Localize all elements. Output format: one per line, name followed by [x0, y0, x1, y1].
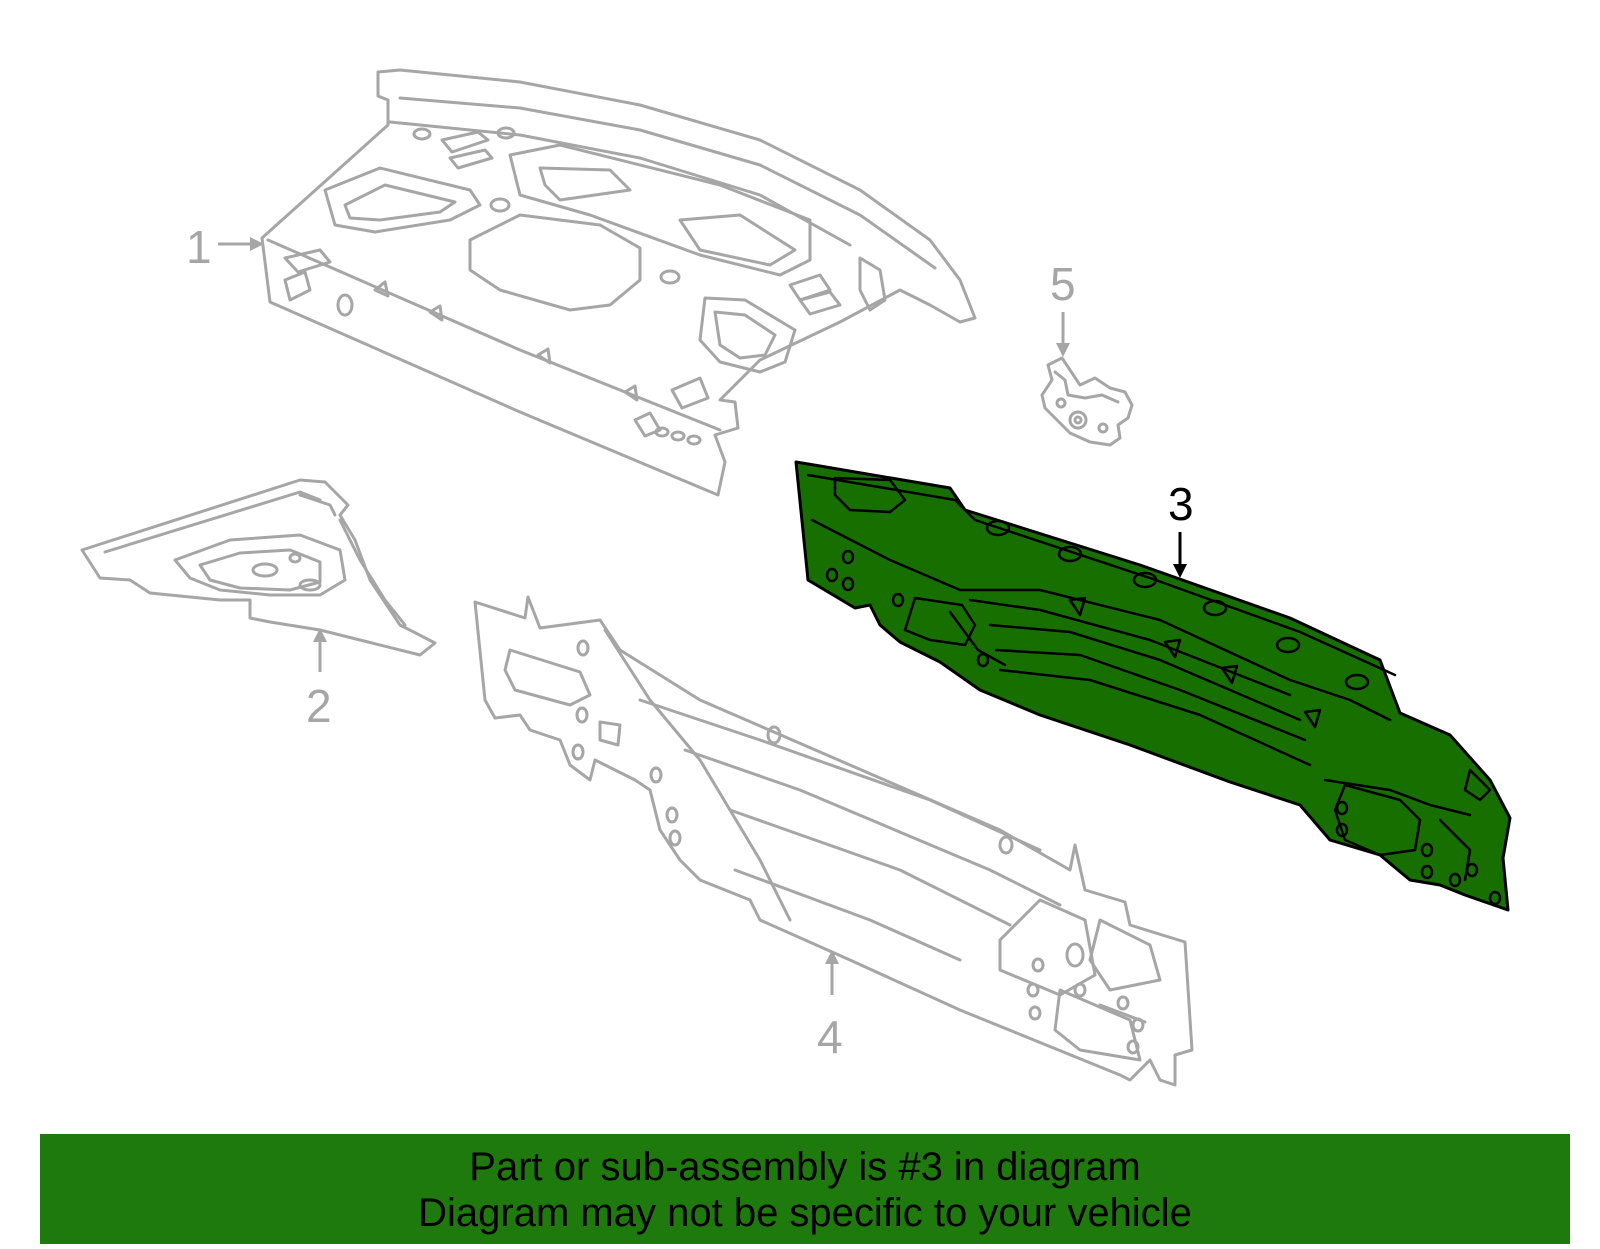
info-banner: Part or sub-assembly is #3 in diagram Di… [40, 1134, 1570, 1244]
part-3-rear-body-panel[interactable] [794, 460, 1512, 912]
part-5-small-bracket [1040, 356, 1134, 447]
banner-line-disclaimer: Diagram may not be specific to your vehi… [418, 1191, 1192, 1235]
callout-label-5: 5 [1050, 258, 1076, 310]
part-2-bracket [80, 478, 437, 657]
callout-arrowhead-5 [1056, 343, 1070, 357]
callout-1: 1 [186, 221, 264, 273]
callout-arrowhead-2 [313, 628, 327, 642]
callout-arrowhead-3 [1173, 564, 1187, 578]
callout-label-2: 2 [306, 680, 332, 732]
part-1-rear-shelf-panel [260, 68, 977, 497]
callout-label-3: 3 [1168, 478, 1194, 530]
part-4-lower-rear-panel [473, 595, 1194, 1087]
callout-arrowhead-4 [825, 950, 839, 964]
callout-3: 3 [1168, 478, 1194, 578]
banner-line-part-number: Part or sub-assembly is #3 in diagram [469, 1145, 1141, 1189]
callout-4: 4 [817, 950, 843, 1063]
callout-5: 5 [1050, 258, 1076, 357]
callout-2: 2 [306, 628, 332, 732]
callout-arrowhead-1 [250, 237, 264, 251]
callout-label-4: 4 [817, 1011, 843, 1063]
callout-label-1: 1 [186, 221, 212, 273]
